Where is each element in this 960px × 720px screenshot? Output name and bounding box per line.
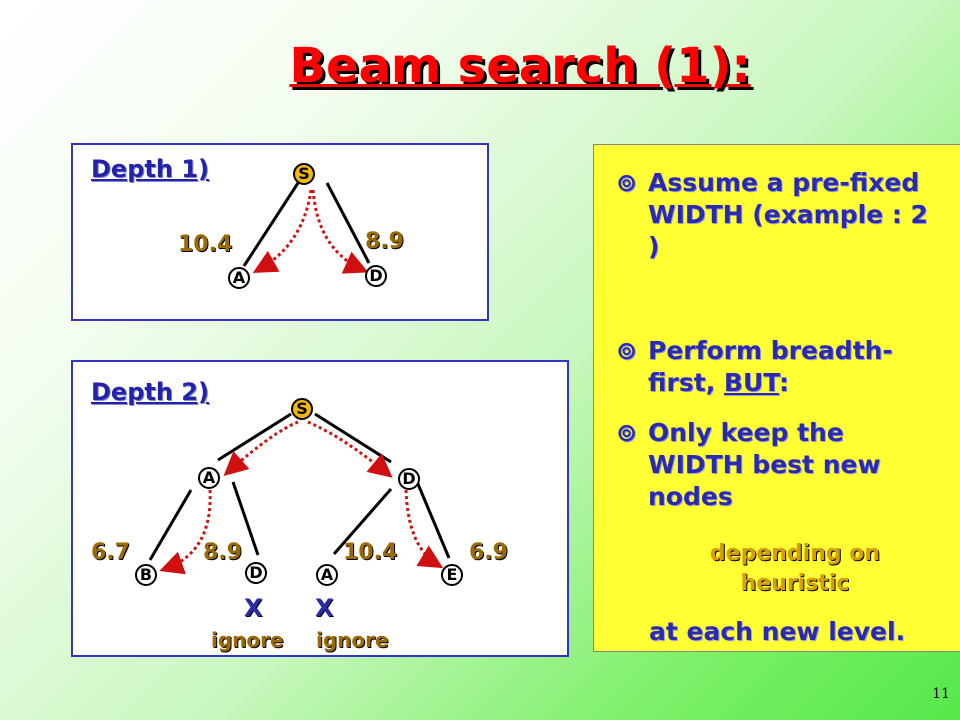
bullet-item: ⊚ Assume a pre-fixed WIDTH (example : 2 …	[616, 167, 936, 263]
node-b: B	[135, 564, 157, 586]
bullet-text: Only keep the WIDTH best new nodes	[648, 418, 881, 511]
depth2-label: Depth 2)	[91, 378, 209, 406]
beam-arrow-a	[252, 189, 313, 273]
beam-arrow-d	[311, 189, 369, 274]
heuristic-note: depending on heuristic	[709, 541, 881, 596]
weight-a-d: 8.9	[203, 540, 242, 565]
edge-s-d	[314, 412, 392, 464]
edge-d-a	[332, 488, 393, 555]
depth1-tree-edges	[242, 182, 371, 274]
edge-s-a	[242, 182, 300, 267]
node-d-a: A	[316, 564, 338, 586]
slide-title: Beam search (1):	[289, 38, 751, 94]
bullet-icon: ⊚	[616, 336, 637, 365]
depth1-panel: Depth 1) S A D 10.4 8.9	[71, 143, 489, 321]
edge-d-e	[416, 483, 451, 559]
edge-a-b	[148, 489, 193, 561]
edge-s-d	[325, 182, 371, 264]
depth2-panel: Depth 2) S A D B D A E 6.7 8.9 10.4 6.9 …	[71, 360, 569, 657]
weight-e: 6.9	[469, 540, 508, 565]
depth2-tree-edges	[148, 412, 451, 575]
bullet-item: ⊚ Perform breadth-first, BUT:	[616, 335, 936, 399]
ignore-label-d: ignore	[211, 628, 284, 652]
bullet-icon: ⊚	[616, 168, 637, 197]
bullet-text: Perform breadth-first, BUT:	[648, 335, 936, 399]
beam-arrow-a	[223, 420, 299, 476]
weight-a: 10.4	[178, 232, 233, 257]
page-number: 11	[932, 686, 950, 702]
beam-arrow-d	[307, 420, 393, 478]
ignore-label-a: ignore	[316, 628, 389, 652]
weight-b: 6.7	[91, 540, 130, 565]
node-a: A	[198, 467, 220, 489]
edge-a-d	[231, 481, 260, 556]
depth1-label: Depth 1)	[91, 155, 209, 183]
edge-s-a	[217, 412, 292, 462]
bullet-item: ⊚ Only keep the WIDTH best new nodes	[616, 417, 936, 513]
beam-arrow-e	[404, 489, 444, 569]
x-mark-a: X	[315, 594, 334, 622]
weight-d: 8.9	[365, 229, 404, 254]
node-s: S	[291, 398, 313, 420]
bullet-text-main: Perform breadth-first,	[648, 336, 893, 397]
node-d: D	[398, 468, 420, 490]
but-colon: :	[778, 368, 789, 397]
beam-arrow-b	[159, 489, 212, 575]
bullet-icon: ⊚	[616, 418, 637, 447]
node-d: D	[365, 265, 387, 287]
node-s: S	[293, 163, 315, 185]
but-emphasis: BUT	[723, 368, 779, 397]
node-a-d: D	[245, 562, 267, 584]
explanation-box: ⊚ Assume a pre-fixed WIDTH (example : 2 …	[593, 144, 960, 652]
level-note: at each new level.	[649, 617, 906, 646]
bullet-text: Assume a pre-fixed WIDTH (example : 2 )	[648, 168, 928, 261]
node-e: E	[441, 564, 463, 586]
node-a: A	[228, 267, 250, 289]
weight-d-a: 10.4	[343, 540, 398, 565]
x-mark-d: X	[244, 594, 263, 622]
